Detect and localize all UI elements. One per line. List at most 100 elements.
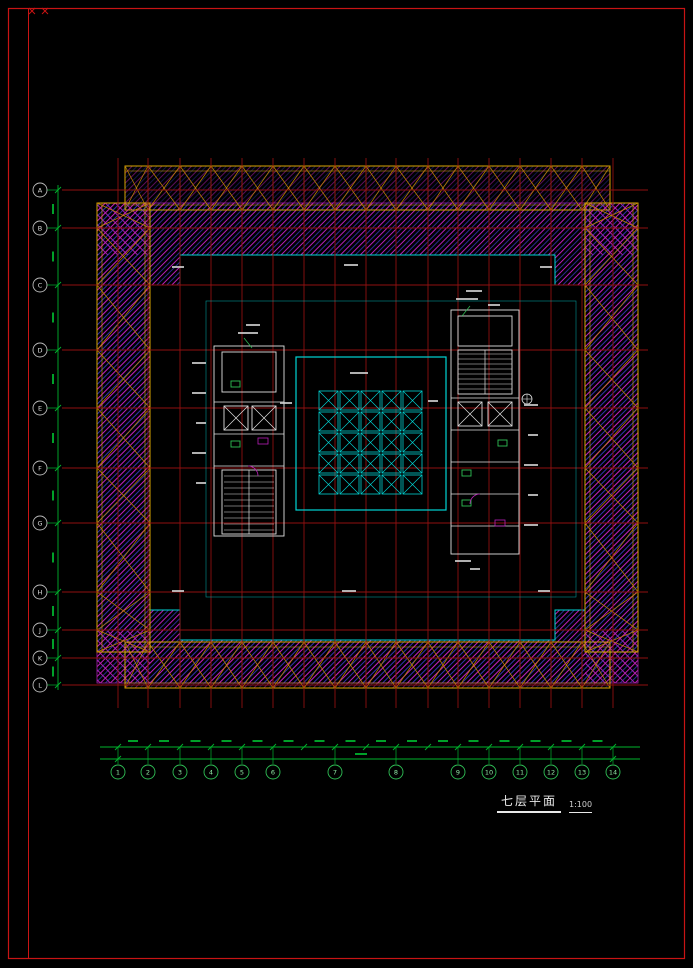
dim-value-smudge [283,740,294,742]
text-smudge [456,298,478,300]
skylight-cell [381,453,402,474]
cad-line [360,432,381,453]
x-brace [488,165,521,211]
core-wall [213,345,285,537]
cad-line [360,411,381,432]
text-smudge [455,560,471,562]
text-smudge [470,568,480,570]
x-brace [96,227,151,286]
grid-bubble-label: 1 [116,769,120,777]
x-brace [210,165,243,211]
grid-bubble-label: 13 [578,769,586,777]
text-smudge [280,402,292,404]
corner-mark-icon [28,7,36,15]
text-smudge [238,332,258,334]
dim-value-smudge [52,251,54,262]
x-brace [395,641,429,689]
grid-bubble-label: 2 [146,769,150,777]
dim-tick [362,743,370,751]
grid-bubble [32,277,48,293]
grid-bubble [172,764,188,780]
dim-value-smudge [314,740,325,742]
x-brace [519,165,552,211]
column-grid-lines [62,158,648,708]
fixture-mark [461,499,472,507]
grid-bubble-label: 4 [209,769,213,777]
x-brace [303,165,336,211]
cad-line [381,411,402,432]
grid-bubble-label: 14 [609,769,617,777]
cad-line [318,474,339,495]
dim-value-smudge [52,606,54,616]
cad-line [402,474,423,495]
inner-floor-outline [205,300,577,598]
x-brace [584,467,639,524]
text-smudge [344,264,358,266]
skylight-cell [381,390,402,411]
grid-bubble-label: 12 [547,769,555,777]
grid-bubble-label: 7 [333,769,337,777]
x-brace [241,641,274,689]
truss-band [96,202,151,653]
dim-tick [300,743,308,751]
truss-band [124,165,611,211]
x-brace [96,284,151,351]
core-wall [221,351,277,393]
x-brace [334,165,367,211]
skylight-cell [339,453,360,474]
x-brace [584,629,639,653]
dim-value-smudge [530,740,541,742]
skylight-cell [381,474,402,495]
skylight-cell [339,474,360,495]
grid-bubble-label: A [38,187,43,195]
stair-elevator-cores [213,309,533,555]
grid-bubble [265,764,281,780]
grid-bubble [32,220,48,236]
skylight-cell [402,453,423,474]
dim-value-smudge [52,552,54,563]
fixture-mark [461,469,472,477]
core-wall [457,315,513,347]
cad-line [339,390,360,411]
floor-edge [205,300,577,598]
grid-bubble [32,460,48,476]
cad-line [381,474,402,495]
grid-bubble-label: H [38,589,43,597]
core-line [487,401,513,427]
core-wall [450,309,520,555]
dim-value-smudge [159,740,169,742]
door-mark [494,519,506,527]
dim-value-smudge [376,740,386,742]
x-brace [210,641,243,689]
x-brace [96,522,151,593]
corner-mark-icon [41,7,49,15]
cad-line [339,474,360,495]
skylight-cell [381,411,402,432]
dim-value-smudge [561,740,572,742]
dim-value-smudge [468,740,479,742]
x-brace [365,641,397,689]
cad-line [318,453,339,474]
x-brace [457,641,490,689]
text-smudge [524,524,538,526]
skylight-cell [318,474,339,495]
dim-value-smudge [128,740,138,742]
text-smudge [524,404,538,406]
central-skylight [295,356,447,511]
x-brace [179,641,212,689]
grid-bubble [605,764,621,780]
grid-bubble-label: 3 [178,769,182,777]
sheet-frame [7,7,686,960]
leader-line [243,337,253,349]
dim-value-smudge [52,666,54,677]
skylight-cell [381,432,402,453]
x-brace [584,284,639,351]
skylight-cell [402,411,423,432]
x-brace [488,641,521,689]
core-wall [223,405,249,431]
grid-bubble-label: K [38,655,43,663]
skylight-cell [402,474,423,495]
x-brace [457,165,490,211]
